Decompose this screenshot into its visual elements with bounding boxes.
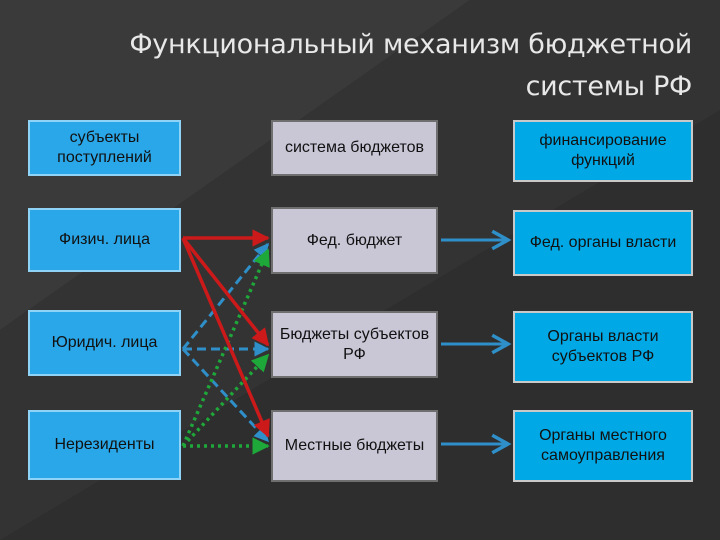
arrow-legal-to-local [181,347,270,443]
source-nonresidents: Нерезиденты [28,410,181,480]
functions-header: финансирование функций [513,120,693,182]
title-line-2: системы РФ [525,71,693,102]
arrow-individuals-to-local [181,237,270,438]
function-federal-authorities: Фед. органы власти [513,210,693,276]
arrows-legal-entities [181,242,270,443]
arrow-nonresidents-to-regional [181,353,270,448]
arrows-budget-to-function [441,240,508,444]
page-title: Функциональный механизм бюджетной систем… [92,24,692,108]
budgets-header: система бюджетов [271,120,438,176]
arrow-nonresidents-to-federal [181,248,270,447]
arrows-individuals [181,229,270,438]
function-local-government: Органы местного самоуправления [513,410,693,482]
budget-regional: Бюджеты субъектов РФ [271,311,438,378]
arrow-individuals-to-regional [181,236,270,347]
function-regional-authorities: Органы власти субъектов РФ [513,311,693,383]
sources-header: субъекты поступлений [28,120,181,176]
budget-federal: Фед. бюджет [271,207,438,274]
arrows-nonresidents [181,248,270,455]
source-individuals: Физич. лица [28,208,181,272]
title-line-1: Функциональный механизм бюджетной [129,29,692,60]
source-legal-entities: Юридич. лица [28,310,181,376]
budget-local: Местные бюджеты [271,410,438,482]
